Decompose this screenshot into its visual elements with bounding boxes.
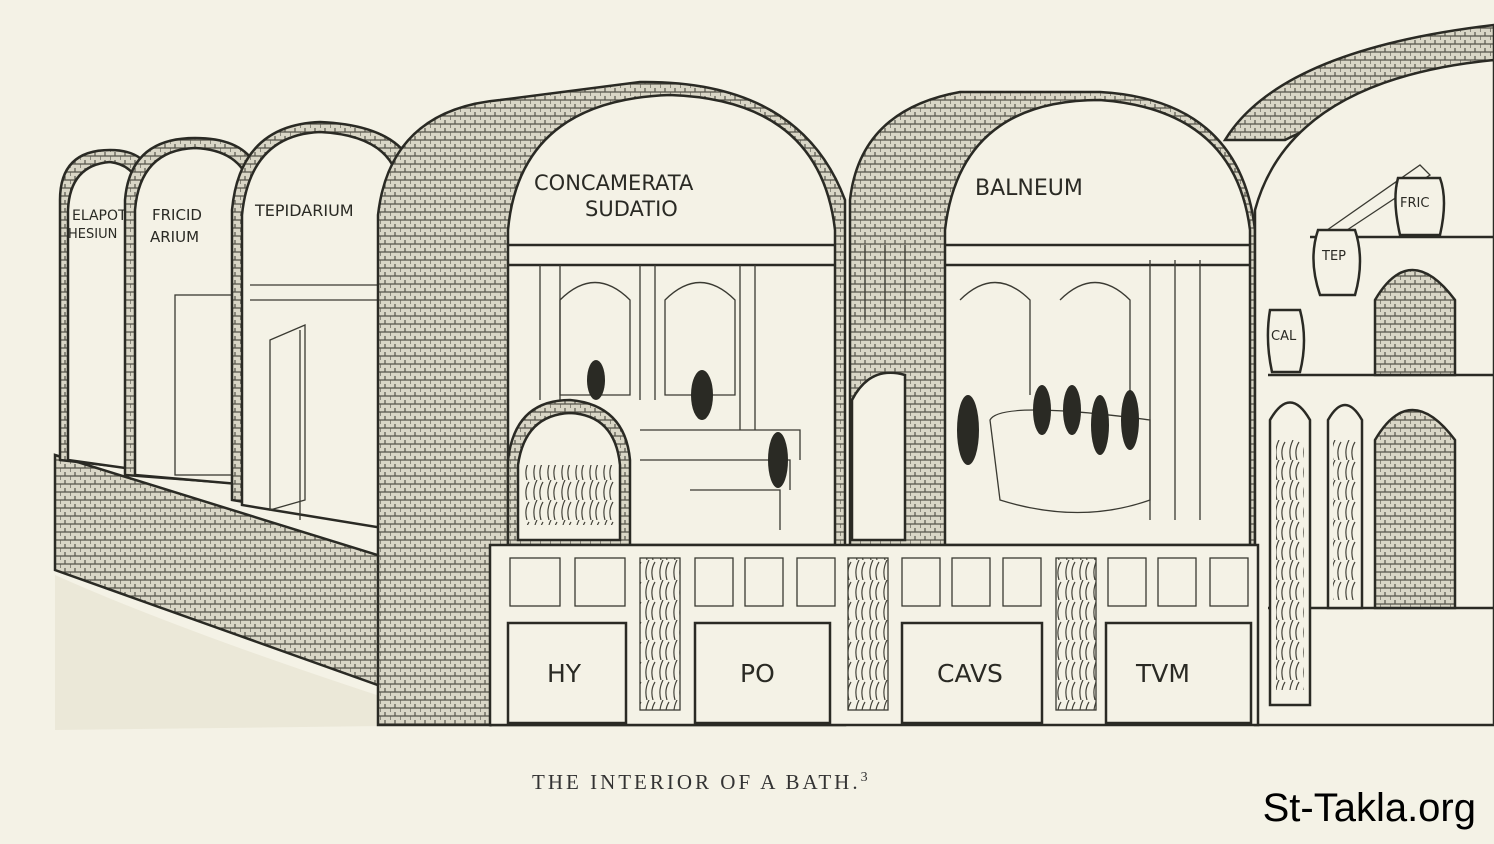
vessel-tepidarium: TEP: [1312, 228, 1362, 297]
hypocaust-label: PO: [740, 659, 775, 688]
hypocaust-label: CAVS: [937, 659, 1003, 688]
bathers: [957, 385, 1139, 465]
ground: [55, 575, 470, 730]
vessel-frigidarium: FRIC: [1394, 176, 1446, 237]
room-label: BALNEUM: [975, 176, 1083, 201]
watermark: St-Takla.org: [1262, 786, 1476, 830]
vessel-label: TEP: [1321, 249, 1346, 264]
room-label: SUDATIO: [585, 197, 678, 221]
furnace-fire: [525, 465, 615, 525]
hypocaust: HY PO CAVS TVM: [488, 543, 1260, 727]
caption-footnote: 3: [860, 770, 868, 785]
room-label: FRICID: [152, 206, 202, 224]
hypocaust-label: HY: [547, 659, 582, 688]
bathers: [587, 360, 788, 488]
vessel-label: CAL: [1271, 329, 1297, 344]
figure-caption: THE INTERIOR OF A BATH.3: [532, 770, 868, 795]
room-tepidarium: TEPIDARIUM: [230, 120, 412, 532]
vessel-caldarium: CAL: [1266, 308, 1306, 374]
room-label: ARIUM: [150, 228, 199, 246]
vessel-label: FRIC: [1400, 196, 1429, 211]
caption-text: THE INTERIOR OF A BATH.: [532, 770, 861, 794]
room-label: HESIUN: [68, 227, 117, 242]
room-label: TEPIDARIUM: [254, 201, 354, 220]
boiler-room: [1222, 23, 1494, 727]
room-balneum: BALNEUM: [848, 90, 1257, 547]
room-label: ELAPOT: [72, 208, 127, 224]
hypocaust-label: TVM: [1135, 659, 1190, 688]
room-label: CONCAMERATA: [534, 171, 694, 195]
